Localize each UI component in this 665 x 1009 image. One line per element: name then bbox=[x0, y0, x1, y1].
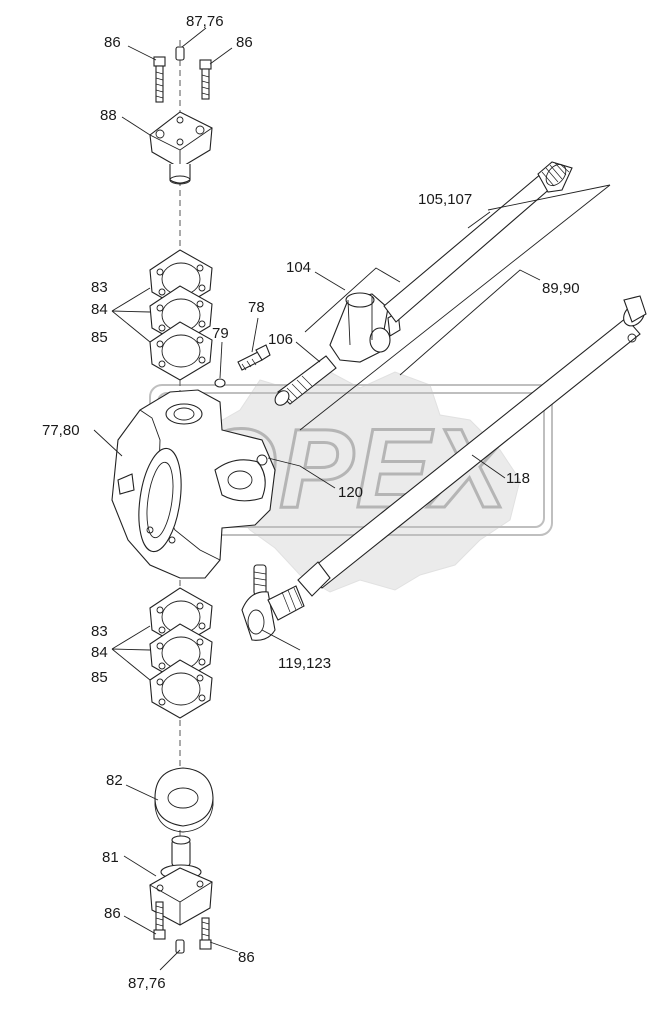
label-83-lower: 83 bbox=[91, 623, 108, 640]
washer-79 bbox=[214, 378, 226, 388]
label-86-top-left: 86 bbox=[104, 34, 121, 51]
top-cap-88 bbox=[149, 111, 213, 185]
shim-stack-upper bbox=[149, 249, 213, 381]
label-89-90: 89,90 bbox=[542, 280, 580, 297]
shim-lower-1 bbox=[149, 587, 213, 647]
label-88: 88 bbox=[100, 107, 117, 124]
label-120: 120 bbox=[338, 484, 363, 501]
label-85-upper: 85 bbox=[91, 329, 108, 346]
adjuster-106 bbox=[274, 355, 337, 406]
label-84-upper: 84 bbox=[91, 301, 108, 318]
bolt-86-bottom-right bbox=[199, 917, 212, 950]
label-86-top-right: 86 bbox=[236, 34, 253, 51]
bolt-86-top-left bbox=[153, 56, 166, 103]
steering-knuckle-77-80 bbox=[111, 389, 276, 579]
bolt-78 bbox=[237, 344, 271, 371]
label-79: 79 bbox=[212, 325, 229, 342]
label-82: 82 bbox=[106, 772, 123, 789]
thrust-washer-82 bbox=[154, 767, 214, 833]
label-78: 78 bbox=[248, 299, 265, 316]
bolt-86-bottom-left bbox=[153, 901, 166, 940]
label-104: 104 bbox=[286, 259, 311, 276]
label-106: 106 bbox=[268, 331, 293, 348]
pin-87-top bbox=[175, 46, 185, 61]
label-87-76-bottom: 87,76 bbox=[128, 975, 166, 992]
tie-rod-end-104 bbox=[329, 292, 401, 363]
shim-stack-lower bbox=[149, 587, 213, 719]
label-105-107: 105,107 bbox=[418, 191, 472, 208]
drag-link-118 bbox=[297, 295, 647, 597]
shim-lower-3 bbox=[149, 659, 213, 719]
label-86-bottom-right: 86 bbox=[238, 949, 255, 966]
label-84-lower: 84 bbox=[91, 644, 108, 661]
label-81: 81 bbox=[102, 849, 119, 866]
tie-rod-end-119-123 bbox=[241, 564, 305, 641]
label-119-123: 119,123 bbox=[278, 655, 331, 672]
label-83-upper: 83 bbox=[91, 279, 108, 296]
pin-87-bottom bbox=[175, 939, 185, 954]
leader-lines bbox=[93, 27, 611, 971]
label-86-bottom-left: 86 bbox=[104, 905, 121, 922]
label-87-76-top: 87,76 bbox=[186, 13, 224, 30]
bolt-86-top-right bbox=[199, 59, 212, 100]
label-77-80: 77,80 bbox=[42, 422, 80, 439]
shim-upper-3 bbox=[149, 321, 213, 381]
lower-cap-81 bbox=[149, 835, 213, 926]
label-118: 118 bbox=[506, 470, 530, 487]
callout-labels: 86 87,76 86 88 83 84 85 78 79 77,80 104 … bbox=[42, 13, 580, 992]
label-85-lower: 85 bbox=[91, 669, 108, 686]
tie-rod-105-107 bbox=[383, 161, 573, 323]
